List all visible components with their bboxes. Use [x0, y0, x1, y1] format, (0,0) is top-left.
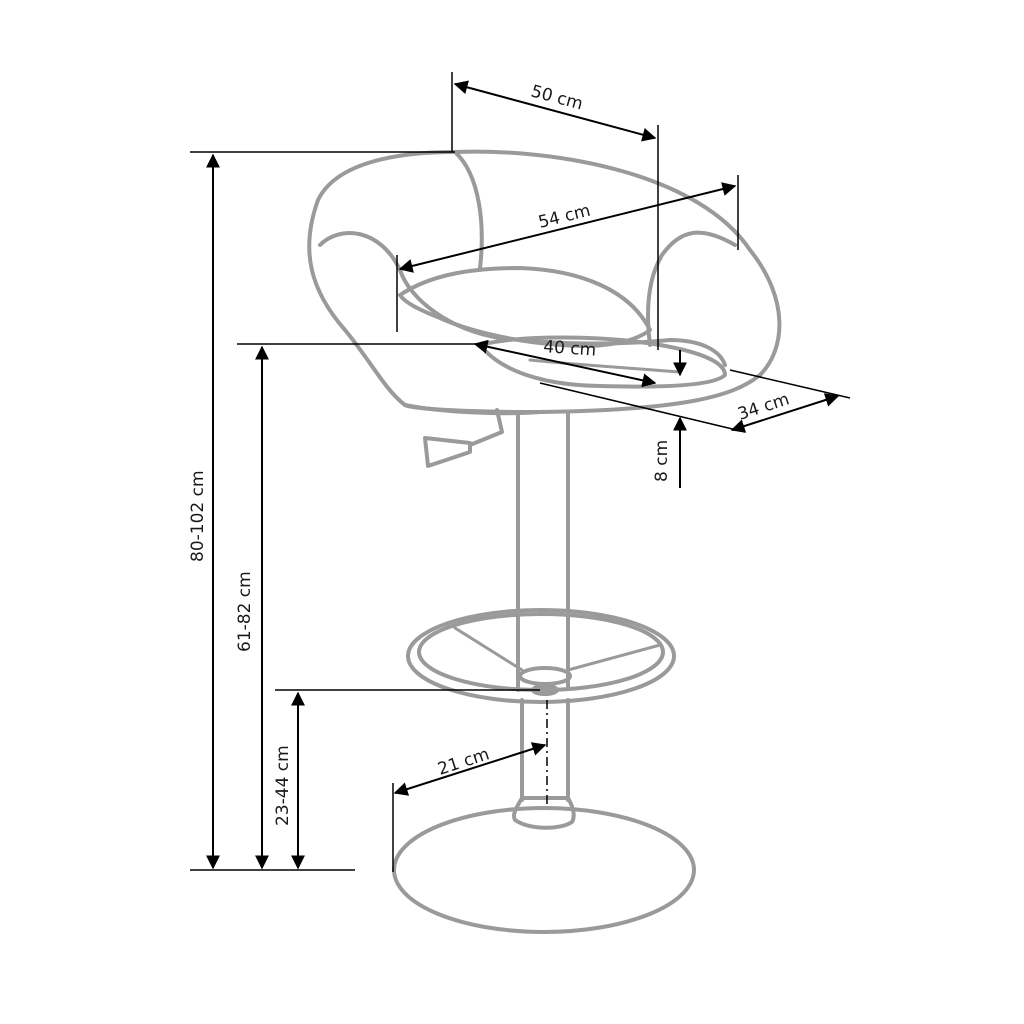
label-seat-thickness: 8 cm	[652, 440, 672, 482]
base-disc	[392, 806, 696, 934]
back-seam-right	[646, 230, 737, 347]
label-footrest-height: 23-44 cm	[273, 745, 293, 826]
seat-bottom-edge	[403, 403, 542, 416]
footrest-ring	[406, 608, 676, 704]
chair-outline	[307, 149, 782, 934]
label-base-radius: 21 cm	[435, 744, 492, 779]
base-collar	[511, 796, 576, 830]
seat-cushion	[398, 266, 652, 348]
label-seat-width: 50 cm	[529, 82, 585, 115]
label-seat-inner-width: 40 cm	[543, 337, 597, 361]
height-lever	[423, 408, 504, 468]
dimension-lines	[190, 72, 851, 872]
label-seat-height: 61-82 cm	[235, 571, 255, 652]
gas-column	[516, 411, 570, 802]
label-total-height: 80-102 cm	[188, 470, 208, 562]
dimension-labels: 50 cm 54 cm 40 cm 34 cm 8 cm 80-102 cm 6…	[188, 82, 792, 826]
seat-shell	[307, 149, 782, 414]
